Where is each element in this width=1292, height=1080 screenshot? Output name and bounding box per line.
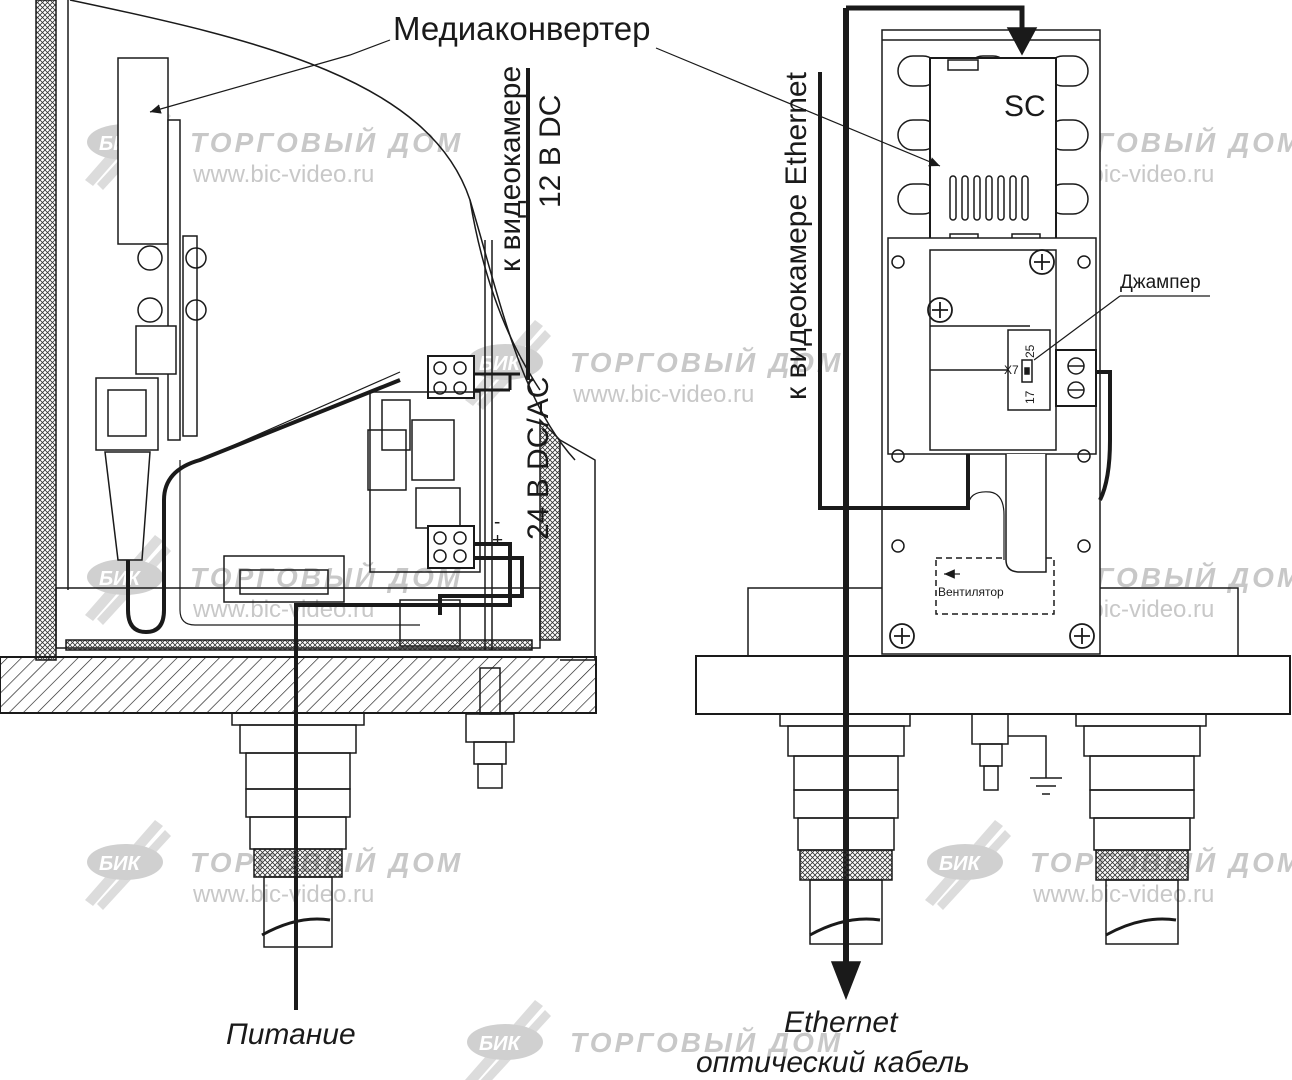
jumper-pointer — [1033, 295, 1210, 361]
pin-17-label: 17 — [1023, 390, 1037, 404]
watermark-brand: ТОРГОВЫЙ ДОМ — [570, 346, 843, 378]
watermark-logo: БИК — [99, 568, 142, 590]
fan-bracket — [223, 555, 345, 603]
watermark-logo: БИК — [479, 1033, 522, 1055]
wire-ethernet-camera — [818, 72, 970, 510]
watermark-url: www.bic-video.ru — [192, 881, 374, 908]
ethernet-boot — [104, 451, 151, 561]
jumper-label: Джампер — [1120, 272, 1201, 293]
wire-power — [294, 542, 512, 1010]
watermark-logo: БИК — [99, 853, 142, 875]
rj45-connector — [95, 377, 159, 451]
left-cable-gland — [231, 712, 365, 948]
right-cable-gland-1 — [779, 713, 911, 945]
watermark-logo: БИК — [939, 853, 982, 875]
dc-12v-label: 12 В DC — [534, 95, 567, 208]
right-view — [655, 5, 1291, 1001]
media-converter-label: Медиаконвертер — [393, 10, 651, 47]
to-camera-ethernet-label: к видеокамере Ethernet — [780, 71, 813, 400]
watermark-8: БИК ТОРГОВЫЙ ДОМ — [465, 1000, 843, 1080]
watermark-logo: БИК — [479, 353, 522, 375]
ethernet-label: Ethernet — [784, 1006, 899, 1039]
optical-cable-label: оптический кабель — [696, 1046, 970, 1079]
watermark-url: www.bic-video.ru — [1032, 881, 1214, 908]
left-view — [0, 0, 597, 1010]
watermark-brand: ТОРГОВЫЙ ДОМ — [570, 1026, 843, 1058]
media-converter-board — [117, 57, 169, 245]
watermark-2: БИК ТОРГОВЫЙ ДОМ www.bic-video.ru — [465, 320, 843, 410]
power-24v-label: 24 В DC/AC — [522, 377, 555, 540]
watermark-url: www.bic-video.ru — [192, 596, 374, 623]
pin-25-label: 25 — [1023, 344, 1037, 358]
fan-housing — [935, 557, 1055, 615]
media-converter-pointer-right — [655, 47, 941, 167]
to-camera-12v-label: к видеокамере — [494, 66, 527, 272]
x7-label: X7 — [1004, 363, 1019, 377]
right-base-plate — [695, 655, 1291, 715]
right-terminal-block — [1055, 349, 1097, 407]
lower-terminal-block — [427, 525, 475, 569]
media-converter-box — [929, 57, 1057, 245]
right-housing-wall — [539, 418, 561, 641]
watermark-4: БИК ТОРГОВЫЙ ДОМ www.bic-video.ru — [85, 820, 460, 910]
plus-label: + — [492, 530, 503, 551]
watermark-url: www.bic-video.ru — [192, 161, 374, 188]
power-label: Питание — [226, 1018, 356, 1051]
media-converter-pointer-left — [149, 39, 391, 114]
watermark-brand: ТОРГОВЫЙ ДОМ — [190, 126, 463, 158]
power-supply-unit — [369, 391, 481, 573]
left-ground-stud — [465, 667, 515, 789]
vent-grille — [949, 175, 1029, 221]
sc-label: SC — [1004, 90, 1046, 123]
right-ground-stud — [971, 713, 1062, 795]
fan-label: Вентилятор — [938, 585, 1004, 599]
housing-cover-curve — [69, 0, 541, 391]
watermark-url: www.bic-video.ru — [572, 381, 754, 408]
screws — [889, 249, 1095, 649]
left-housing-wall — [35, 0, 57, 661]
minus-label: - — [494, 512, 500, 533]
right-cable-gland-2 — [1075, 713, 1207, 945]
watermark-3: БИК ТОРГОВЫЙ ДОМ www.bic-video.ru — [85, 535, 460, 625]
